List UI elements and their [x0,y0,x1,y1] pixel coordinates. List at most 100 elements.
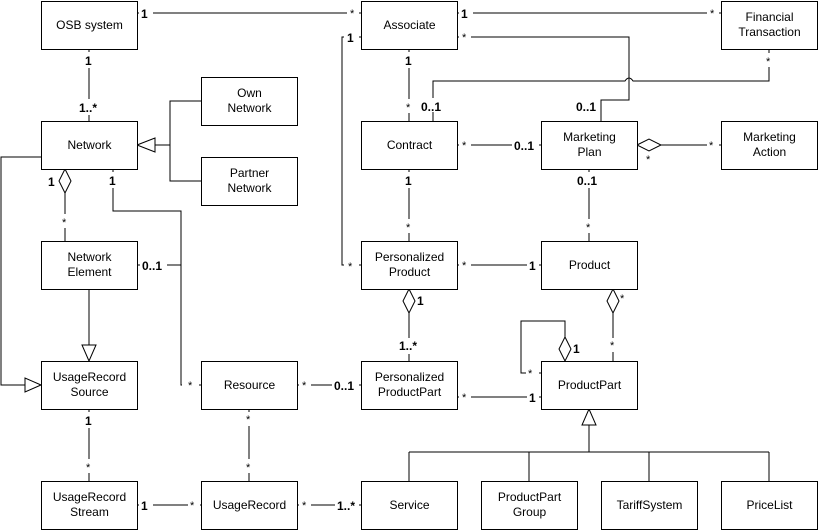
class-tariff-system[interactable]: TariffSystem [601,481,698,530]
class-usage-record[interactable]: UsageRecord [201,481,298,530]
multiplicity: * [646,154,651,166]
multiplicity: * [62,217,67,229]
class-label: Resource [224,378,276,392]
multiplicity: 0..1 [577,174,597,188]
class-associate[interactable]: Associate [361,1,458,50]
multiplicity: 1..* [79,101,97,115]
multiplicity: 1..* [399,339,417,353]
multiplicity: * [462,32,467,44]
multiplicity: 1 [461,7,468,21]
class-partner-network[interactable]: Partner Network [201,157,298,206]
assoc-associate-personalized-product [341,36,361,266]
class-label: UsageRecord [213,498,286,512]
class-personalized-product-part[interactable]: Personalized ProductPart [361,361,458,410]
class-label-line2: Group [513,505,547,519]
multiplicity: 1 [85,54,92,68]
multiplicity: 0..1 [514,139,534,153]
aggregation-diamond-personalized-product [402,287,416,315]
multiplicity: 1 [573,342,580,356]
multiplicity: 1 [529,259,536,273]
multiplicity: 1 [85,414,92,428]
class-label-line1: UsageRecord [53,370,126,384]
class-service[interactable]: Service [361,481,458,530]
class-label: ProductPart [558,378,622,392]
multiplicity: * [709,140,714,152]
class-network[interactable]: Network [41,121,138,170]
class-product-part-group[interactable]: ProductPart Group [481,481,578,530]
multiplicity: * [462,392,467,404]
class-financial-transaction[interactable]: Financial Transaction [721,1,818,50]
multiplicity: 1 [109,174,116,188]
multiplicity: * [190,500,195,512]
class-label-line1: UsageRecord [53,490,126,504]
multiplicity: 0..1 [334,379,354,393]
class-resource[interactable]: Resource [201,361,298,410]
multiplicity: * [766,56,771,68]
multiplicity: 1 [141,499,148,513]
multiplicity: * [620,293,625,305]
multiplicity: * [610,340,615,352]
class-label: Contract [387,138,433,152]
multiplicity: 1..* [337,499,355,513]
class-label: Product [569,258,611,272]
class-usage-record-source[interactable]: UsageRecord Source [41,361,138,410]
class-marketing-action[interactable]: Marketing Action [721,121,818,170]
class-label: Network [67,138,112,152]
multiplicity: 1 [141,7,148,21]
multiplicity: * [86,462,91,474]
multiplicity: * [246,462,251,474]
class-label-line1: Network [67,250,112,264]
class-label-line1: Personalized [375,250,444,264]
class-label-line1: ProductPart [498,490,562,504]
multiplicity-labels: 1 * 1 * 1 * * 0..1 1 * * 0..1 1 1..* * 0… [48,5,775,513]
class-marketing-plan[interactable]: Marketing Plan [541,121,638,170]
multiplicity: * [528,368,533,380]
multiplicity: 1 [347,31,354,45]
class-label-line2: Network [227,181,272,195]
multiplicity: 1 [529,391,536,405]
multiplicity: * [302,500,307,512]
class-osb-system[interactable]: OSB system [41,1,138,50]
class-usage-record-stream[interactable]: UsageRecord Stream [41,481,138,530]
generalization-arrow-network [135,137,156,153]
class-product[interactable]: Product [541,241,638,290]
class-label-line1: Personalized [375,370,444,384]
class-label-line1: Own [237,86,262,100]
class-product-part[interactable]: ProductPart [541,361,638,410]
class-label-line2: Transaction [738,25,800,39]
class-price-list[interactable]: PriceList [721,481,818,530]
class-label: PriceList [746,498,793,512]
class-label-line1: Partner [230,166,269,180]
class-label-line2: Element [67,265,112,279]
multiplicity: * [302,380,307,392]
class-label-line2: Product [389,265,431,279]
multiplicity: * [350,8,355,20]
class-label: Associate [383,18,435,32]
class-personalized-product[interactable]: Personalized Product [361,241,458,290]
multiplicity: 0..1 [142,259,162,273]
multiplicity: 1 [405,54,412,68]
generalization-arrow-product-part [581,407,597,426]
multiplicity: * [406,222,411,234]
generalization-arrow-usage-record-source-left [24,377,43,393]
multiplicity: 0..1 [576,100,596,114]
gen-network-usage-record-source [0,156,41,386]
class-contract[interactable]: Contract [361,121,458,170]
gen-own-network [169,100,201,182]
aggregation-diamond-network [58,167,72,195]
class-label-line1: Financial [745,10,793,24]
class-own-network[interactable]: Own Network [201,77,298,126]
adornments [24,137,663,426]
class-label-line2: Network [227,101,272,115]
class-label-line1: Marketing [563,130,616,144]
class-network-element[interactable]: Network Element [41,241,138,290]
multiplicity: * [246,414,251,426]
class-label: TariffSystem [617,498,683,512]
multiplicity: 1 [48,175,55,189]
multiplicity: * [462,140,467,152]
class-label-line1: Marketing [743,130,796,144]
multiplicity: * [188,380,193,392]
class-label-line2: Source [70,385,108,399]
